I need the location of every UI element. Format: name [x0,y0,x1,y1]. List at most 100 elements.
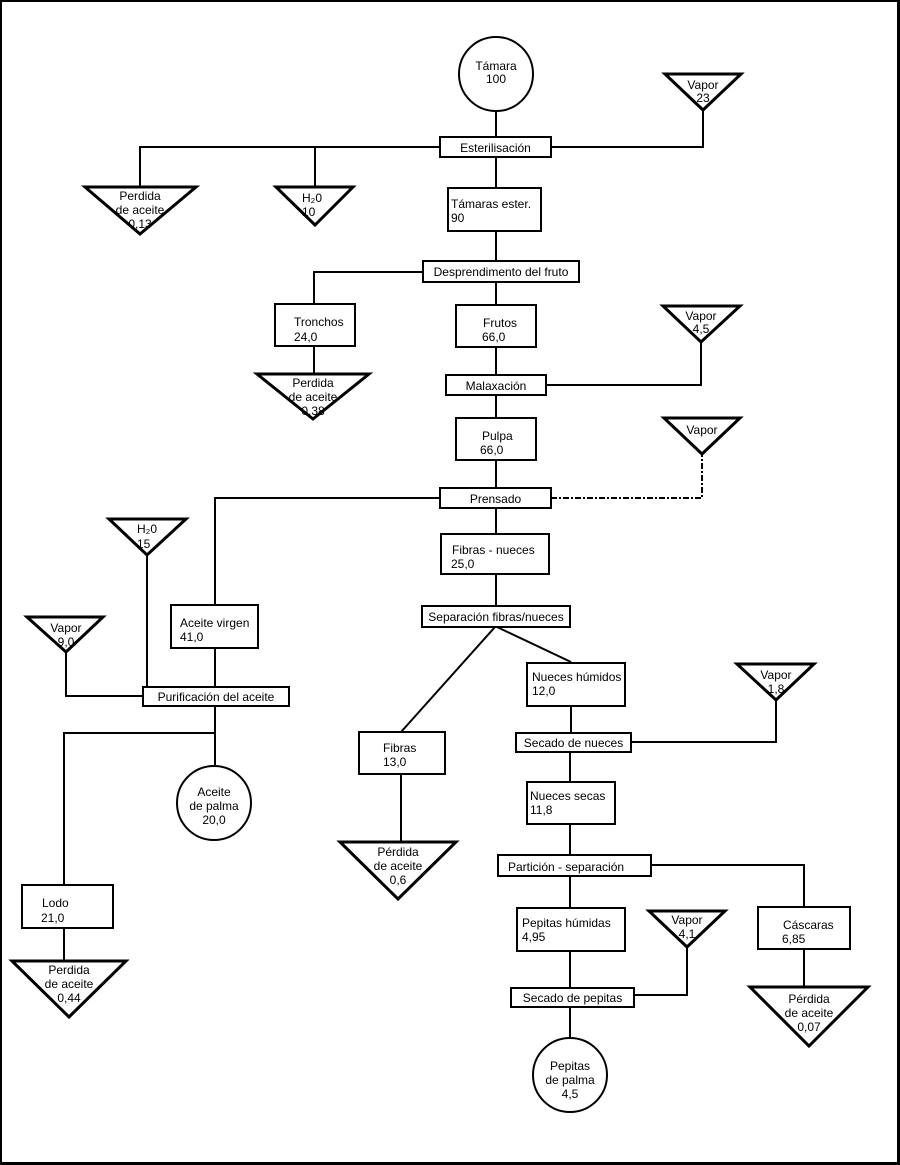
perdida-044-label2: de aceite [44,977,94,991]
process-prensado [439,487,552,509]
pepitas-palma-value: 4,5 [561,1087,579,1101]
aceite-palma-value: 20,0 [202,813,226,827]
h2o-15-value: 15 [137,537,151,551]
aceite-palma-label1: Aceite [197,785,231,799]
perdida-06-label1: Pérdida [377,845,419,859]
h2o-15-triangle [105,517,190,558]
vapor-prensado-label: Vapor [686,423,718,437]
lodo-value: 21,0 [41,911,65,925]
perdida-044-triangle [8,959,130,1020]
pulpa-value: 66,0 [480,443,504,457]
connector [65,652,143,697]
fibras-value: 13,0 [383,755,407,769]
purificacion-label: Purificación del aceite [157,690,275,704]
fibras-label: Fibras [383,741,417,755]
perdida-013-label2: de aceite [115,203,165,217]
process-malaxacion [445,374,547,396]
connector [313,271,423,304]
secado-nueces-label: Secado de nueces [523,736,624,750]
connector [63,706,216,885]
connector [634,947,688,996]
vapor-41-triangle [645,909,729,950]
pepitas-humidas-label: Pepitas húmidas [522,916,611,930]
perdida-038-label1: Perdida [292,376,334,390]
process-separacion [421,605,571,628]
perdida-007-value: 0,07 [797,1020,821,1034]
frutos-value: 66,0 [482,330,506,344]
perdida-038-triangle [252,372,374,421]
connectors [63,110,805,1038]
nueces-humidos-value: 12,0 [532,684,556,698]
vapor-18-value: 1,8 [767,682,785,696]
stream-aceite-virgen [170,604,259,649]
perdida-038-label2: de aceite [288,390,338,404]
perdida-06-label2: de aceite [373,859,423,873]
output-aceite-de-palma-circle [176,765,252,841]
vapor-45-value: 4,5 [692,322,710,336]
h2o-10-label: H₂0 [302,191,322,205]
cascaras-value: 6,85 [782,932,806,946]
stream-tronchos [274,303,356,347]
connector [496,626,572,663]
stream-nueces-humidos [526,662,626,707]
lodo-label: Lodo [42,896,69,910]
stream-pepitas-humidas [516,907,626,952]
perdida-044-value: 0,44 [57,991,81,1005]
fibras-nueces-value: 25,0 [451,557,475,571]
process-particion [497,854,652,877]
nueces-humidos-label: Nueces húmidos [532,670,622,684]
tronchos-value: 24,0 [294,330,318,344]
vapor-45-label: Vapor [685,309,717,323]
h2o-15-label: H₂0 [137,522,157,536]
process-desprendimiento [422,260,580,283]
connector [546,342,702,386]
prensado-label: Prensado [469,492,522,506]
vapor-23-value: 23 [696,91,710,105]
perdida-007-label1: Pérdida [788,992,830,1006]
pepitas-humidas-value: 4,95 [522,930,546,944]
connector [400,626,496,733]
vapor-18-label: Vapor [760,668,792,682]
nueces-secas-value: 11,8 [530,803,553,817]
perdida-044-label1: Perdida [48,963,90,977]
perdida-038-value: 0,38 [301,404,325,418]
connector [214,497,440,605]
vapor-18-triangle [733,662,818,703]
vapor-90-value: 9,0 [57,635,75,649]
tamaras-ester-label: Támaras ester. [451,197,532,211]
stream-fibras [358,731,446,775]
connector [551,110,704,148]
particion-label: Partición - separación [508,860,625,874]
pepitas-palma-label1: Pepitas [549,1059,591,1073]
stream-pulpa [455,417,537,461]
perdida-06-value: 0,6 [389,873,407,887]
aceite-palma-label2: de palma [189,799,239,813]
stream-frutos [455,304,537,348]
desprendimiento-label: Desprendimento del fruto [433,265,569,279]
stream-lodo [21,884,114,929]
stream-nueces-secas [526,781,616,825]
vapor-45-triangle [659,304,744,345]
process-secado-pepitas [510,987,635,1008]
tamara-label: Támara [475,59,517,73]
connector [139,146,440,186]
tamara-value: 100 [485,72,507,86]
vapor-90-label: Vapor [50,621,82,635]
separacion-label: Separación fibras/nueces [428,610,564,624]
vapor-41-value: 4,1 [678,927,696,941]
secado-pepitas-label: Secado de pepitas [522,991,623,1005]
stream-fibras-nueces [440,533,550,575]
h2o-10-triangle [272,185,357,228]
vapor-23-label: Vapor [687,78,719,92]
frutos-label: Frutos [483,316,518,330]
process-esterilisacion [439,136,552,158]
dashed-connector [551,454,703,499]
perdida-013-value: 0,13 [128,217,152,231]
perdida-013-triangle [80,185,201,236]
pepitas-palma-label2: de palma [545,1073,595,1087]
tronchos-label: Tronchos [294,315,344,329]
input-tamara-circle [458,36,534,112]
tamaras-ester-value: 90 [451,211,465,225]
